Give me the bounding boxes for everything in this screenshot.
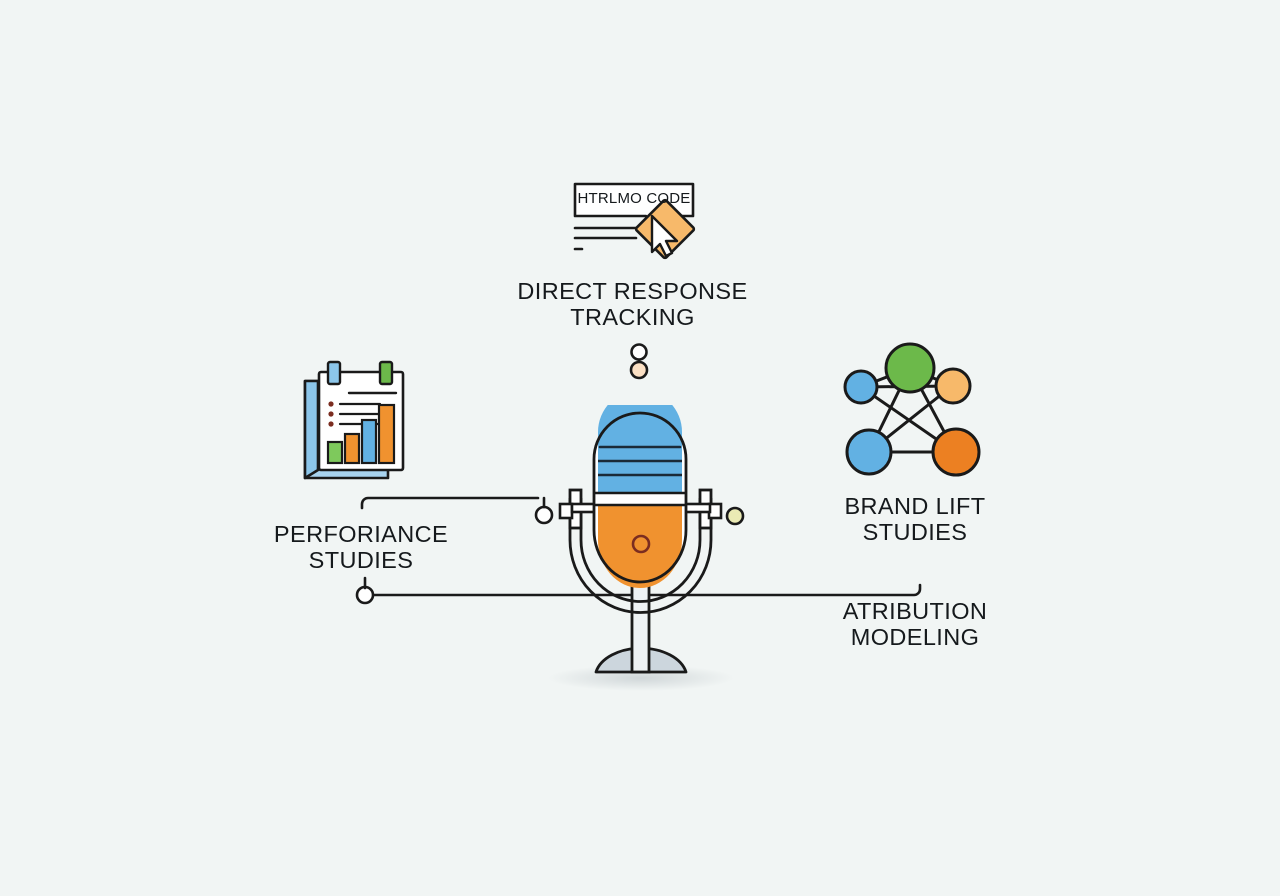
microphone-capsule [592, 405, 688, 588]
capsule-bottom-orange [598, 505, 682, 588]
connector-dot-attribution [355, 585, 375, 605]
report-tab-blue [326, 360, 342, 386]
connector-dot-top-cream [629, 360, 649, 380]
connector-performance [360, 496, 540, 510]
microphone-shadow [548, 665, 734, 691]
report-tab-green [378, 360, 394, 386]
report-bar-4 [377, 403, 396, 465]
capsule-top-blue [598, 405, 682, 493]
connector-dot-performance [534, 505, 554, 525]
capsule-button [631, 534, 651, 554]
report-bar-chart-icon [303, 360, 405, 480]
network-node-bottom-left [845, 428, 893, 476]
report-bar-2 [343, 432, 361, 465]
microphone-post [630, 576, 651, 674]
label-performance-studies: PERFORIANCE STUDIES [273, 521, 449, 573]
label-attribution-modeling: ATRIBUTION MODELING [842, 598, 988, 650]
network-node-bottom-right [931, 427, 981, 477]
network-node-right [934, 367, 972, 405]
network-nodes-icon [843, 342, 981, 477]
network-node-top [884, 342, 936, 394]
report-bar-1 [326, 440, 344, 465]
html-code-bubble-text: HTRLMO CODE [577, 190, 691, 207]
microphone [548, 343, 734, 691]
capsule-grille-lines [598, 445, 682, 477]
report-bar-3 [360, 418, 378, 465]
connector-attribution-line [364, 583, 922, 597]
label-direct-response-tracking: DIRECT RESPONSE TRACKING [517, 278, 748, 330]
label-brand-lift-studies: BRAND LIFT STUDIES [844, 493, 986, 545]
connector-dot-top-white [630, 343, 648, 361]
network-node-left [843, 369, 879, 405]
html-code-bubble-icon [573, 182, 696, 260]
connector-dot-brand-lift [725, 506, 745, 526]
diamond-with-arrow-cursor [634, 198, 696, 260]
